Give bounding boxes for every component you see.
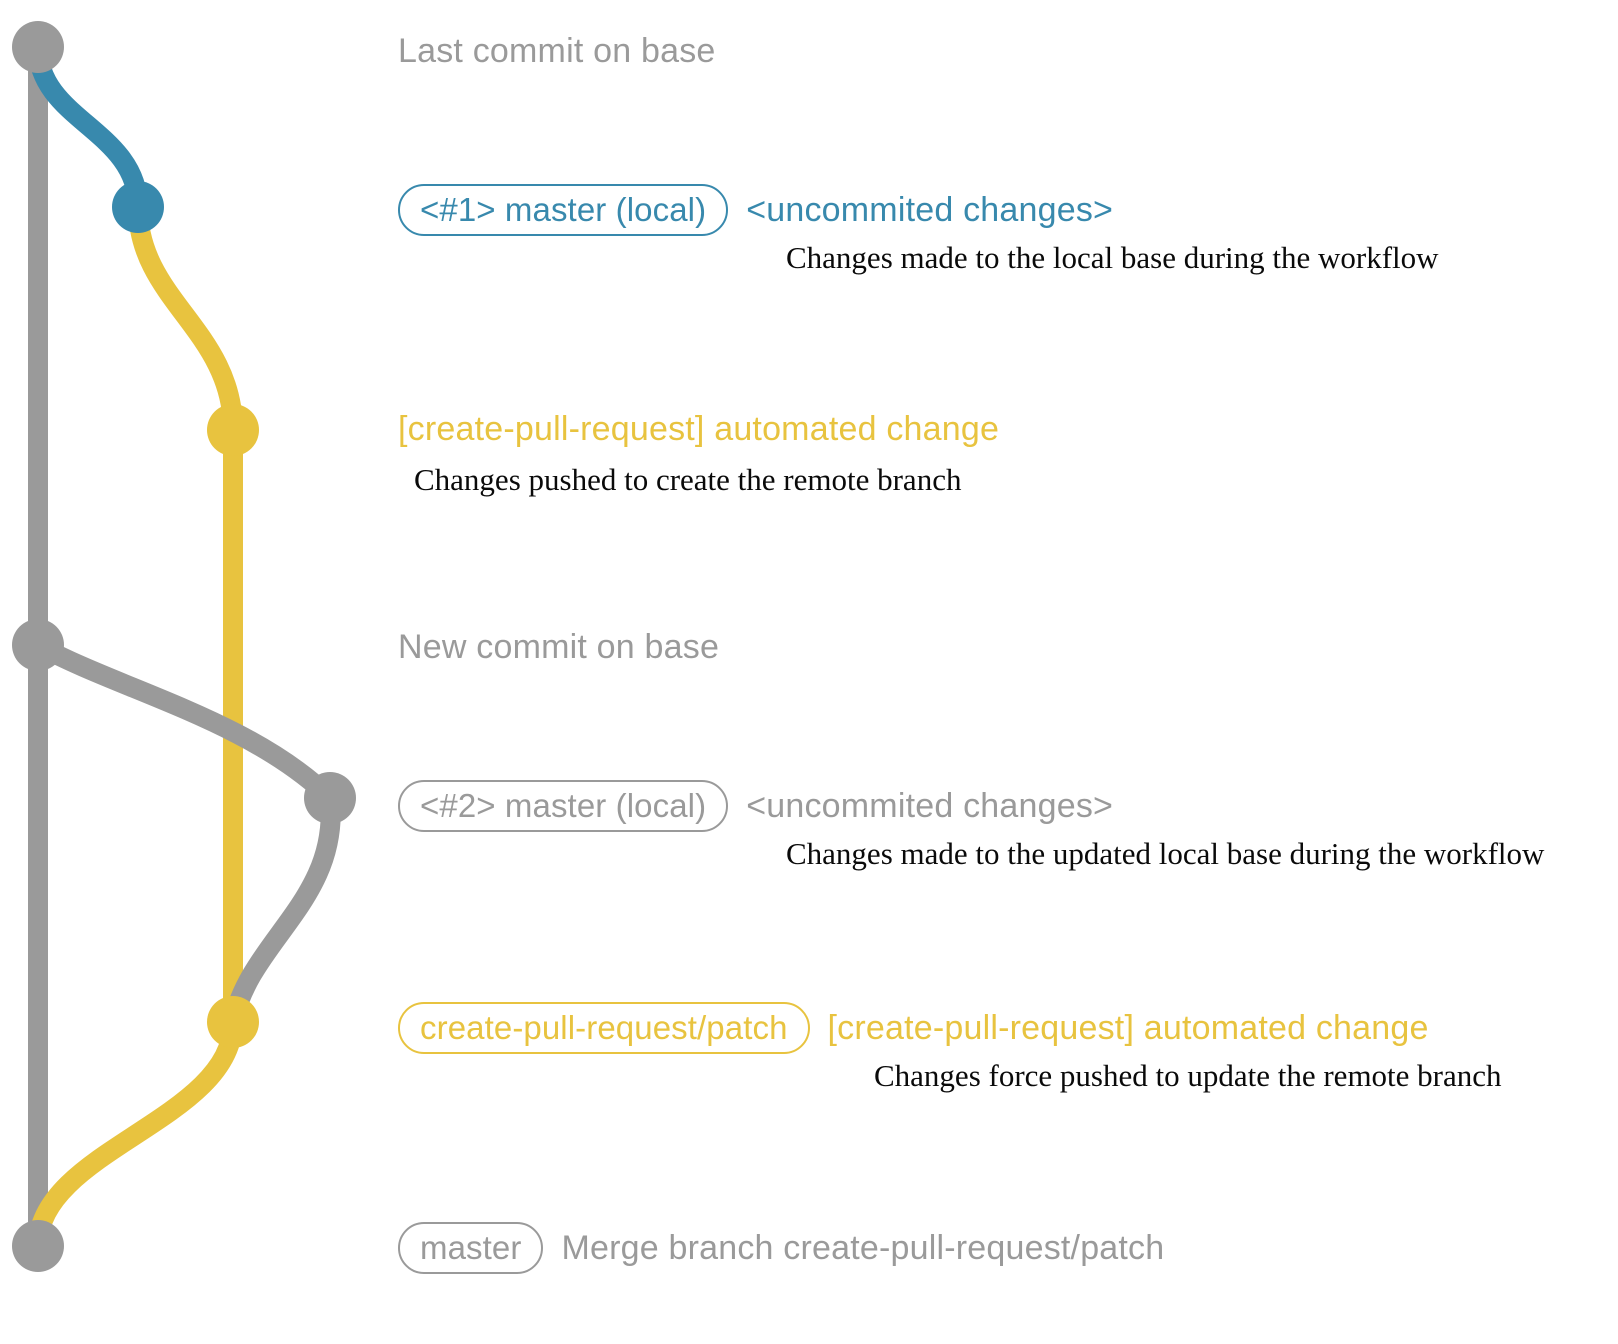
remote-branch-edge-1 [128,197,243,440]
ref-pill-remote-2[interactable]: create-pull-request/patch [398,1002,810,1054]
row-local-change-2: <#2> master (local) <uncommited changes> [398,780,1113,832]
row-local-change-1: <#1> master (local) <uncommited changes> [398,184,1113,236]
commit-node-local-1[interactable] [112,181,164,233]
merge-edge [28,1012,243,1256]
commit-node-remote-2[interactable] [207,996,259,1048]
annotation-automated-change-1: Changes pushed to create the remote bran… [414,462,962,497]
commit-node-base-head[interactable] [12,21,64,73]
commit-subject-local-1: <uncommited changes> [746,190,1114,229]
commit-node-remote-1[interactable] [207,404,259,456]
git-graph [12,21,356,1272]
commit-node-local-2[interactable] [304,772,356,824]
heading-last-commit-on-base: Last commit on base [398,32,716,70]
commit-subject-remote-1: [create-pull-request] automated change [398,410,1000,448]
row-new-commit-on-base: New commit on base [398,628,719,667]
commit-subject-local-2: <uncommited changes> [746,786,1114,825]
commit-node-merge[interactable] [12,1220,64,1272]
commit-subject-merge: Merge branch create-pull-request/patch [561,1228,1165,1267]
ref-pill-master[interactable]: master [398,1222,544,1274]
row-automated-change-1: [create-pull-request] automated change [398,410,999,449]
row-merge-commit: master Merge branch create-pull-request/… [398,1222,1164,1274]
updated-local-edge [28,635,340,808]
annotation-local-change-2: Changes made to the updated local base d… [786,836,1545,871]
commit-node-base-new[interactable] [12,619,64,671]
row-automated-change-2: create-pull-request/patch [create-pull-r… [398,1002,1429,1054]
heading-new-commit-on-base: New commit on base [398,628,720,666]
row-last-commit-on-base: Last commit on base [398,32,716,71]
annotation-local-change-1: Changes made to the local base during th… [786,240,1439,275]
ref-pill-local-1[interactable]: <#1> master (local) [398,184,729,236]
updated-local-to-remote-edge [223,788,341,1032]
commit-subject-remote-2: [create-pull-request] automated change [827,1008,1429,1047]
ref-pill-local-2[interactable]: <#2> master (local) [398,780,729,832]
annotation-automated-change-2: Changes force pushed to update the remot… [874,1058,1502,1093]
